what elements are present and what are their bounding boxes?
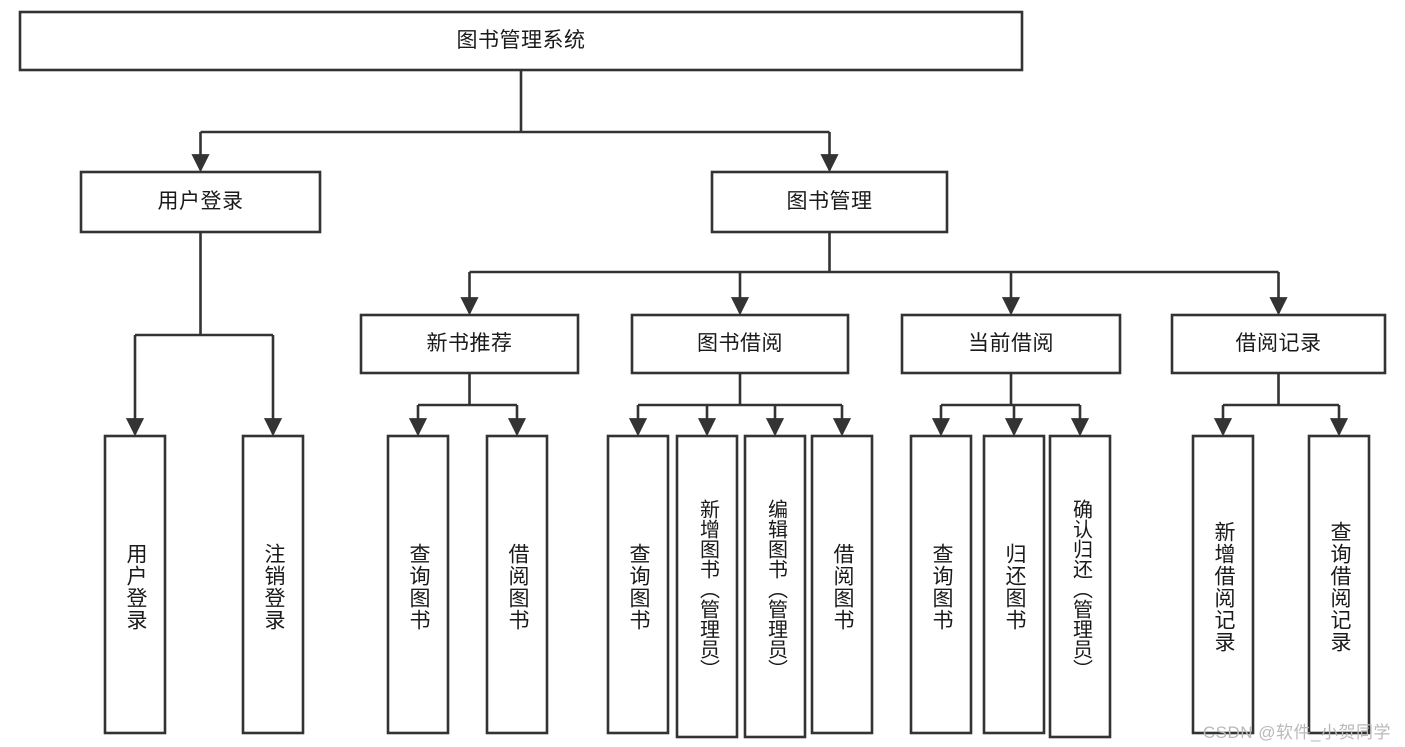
node-图书管理系统-box[interactable] [18,10,1024,72]
node-借阅图书-node[interactable] [812,436,872,733]
node-借阅记录-node[interactable] [1172,315,1385,373]
node-确认归还管理员-node[interactable] [1050,436,1110,737]
node-归还图书-node[interactable] [984,436,1044,733]
node-用户登录-box[interactable] [103,434,167,735]
node-新增图书管理员-box[interactable] [675,434,739,739]
node-新增图书管理员-node[interactable] [677,436,737,737]
node-图书管理-node[interactable] [712,172,947,232]
node-借阅图书-box[interactable] [485,434,549,735]
node-查询借阅记录-node[interactable] [1309,436,1369,733]
node-借阅图书-node[interactable] [487,436,547,733]
node-查询图书-node[interactable] [388,436,448,733]
node-确认归还管理员-box[interactable] [1048,434,1112,739]
node-当前借阅-node[interactable] [902,315,1120,373]
node-图书借阅-node[interactable] [632,315,848,373]
node-查询图书-box[interactable] [606,434,670,735]
node-查询借阅记录-box[interactable] [1307,434,1371,735]
node-查询图书-box[interactable] [909,434,973,735]
node-新增借阅记录-box[interactable] [1191,434,1255,735]
node-查询图书-node[interactable] [608,436,668,733]
node-用户登录-node[interactable] [81,172,320,232]
node-注销登录-box[interactable] [241,434,305,735]
node-借阅图书-box[interactable] [810,434,874,735]
node-用户登录-node[interactable] [105,436,165,733]
node-查询图书-node[interactable] [911,436,971,733]
node-注销登录-node[interactable] [243,436,303,733]
node-归还图书-box[interactable] [982,434,1046,735]
node-当前借阅-box[interactable] [900,313,1122,375]
watermark-text: CSDN @软件_小贺同学 [1202,723,1391,742]
node-编辑图书管理员-node[interactable] [745,436,805,737]
node-图书管理系统-node[interactable] [20,12,1022,70]
node-新增借阅记录-node[interactable] [1193,436,1253,733]
node-查询图书-box[interactable] [386,434,450,735]
node-rectangles [18,10,1387,739]
node-用户登录-box[interactable] [79,170,322,234]
connector-lines [125,70,1349,437]
node-新书推荐-node[interactable] [361,315,578,373]
node-新书推荐-box[interactable] [359,313,580,375]
